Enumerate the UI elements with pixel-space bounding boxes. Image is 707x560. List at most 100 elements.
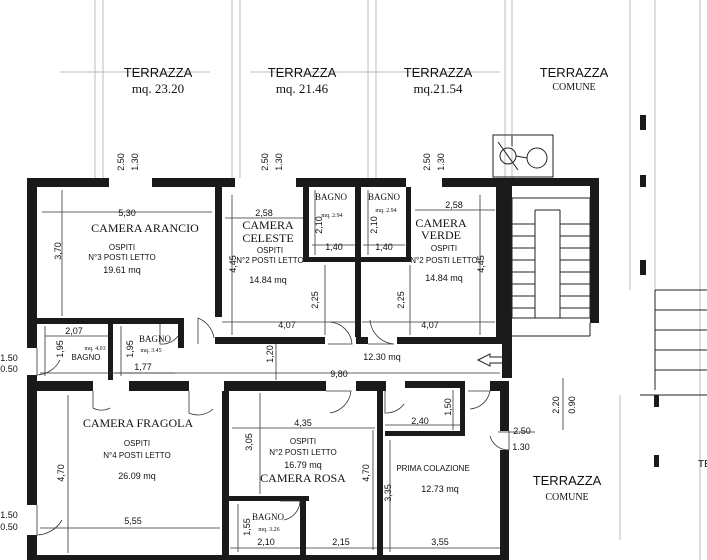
bath-5-name: BAGNO	[252, 512, 285, 522]
room-celeste-area: 14.84 mq	[249, 275, 287, 285]
dim-2-25-b: 2,25	[396, 291, 406, 309]
dimension-lines	[40, 190, 564, 553]
room-celeste-name-2: CELESTE	[242, 231, 293, 245]
bath-1-name: BAGNO	[315, 192, 348, 202]
terrace-5-area: COMUNE	[545, 492, 588, 503]
room-fragola: CAMERA FRAGOLA OSPITI N°4 POSTI LETTO 26…	[83, 416, 194, 481]
room-rosa-beds: N°2 POSTI LETTO	[269, 448, 337, 457]
dim-4-70-b: 4,70	[361, 464, 371, 482]
dim-4-35: 4,35	[294, 418, 312, 428]
dim-1-95-a: 1,95	[55, 340, 65, 358]
terrace-1-area: mq. 23.20	[132, 81, 184, 96]
room-colazione: PRIMA COLAZIONE 12.73 mq	[396, 464, 469, 494]
boiler-symbol-icon	[492, 134, 554, 178]
room-rosa-name: CAMERA ROSA	[260, 471, 346, 485]
dim-1-50: 1,50	[443, 398, 453, 416]
dim-2-40: 2,40	[411, 416, 429, 426]
dim-4-70-a: 4,70	[56, 464, 66, 482]
terrace-4-area: COMUNE	[552, 82, 595, 93]
room-verde-beds: N°2 POSTI LETTO	[410, 256, 478, 265]
dim-2-20: 2.20	[551, 396, 561, 414]
dim-1-77: 1,77	[134, 362, 152, 372]
dim-2-50-b: 2.50	[260, 153, 270, 171]
dim-2-50-a: 2.50	[116, 153, 126, 171]
room-verde-name-1: CAMERA	[415, 216, 467, 230]
room-verde-name-2: VERDE	[421, 228, 461, 242]
room-celeste: CAMERA CELESTE OSPITI N°2 POSTI LETTO 14…	[236, 218, 304, 285]
room-verde-guests: OSPITI	[431, 244, 457, 253]
dim-left-1-50-a: 1.50	[0, 353, 18, 363]
dim-4-45-b: 4,45	[476, 255, 486, 273]
dim-1-30-a: 1.30	[130, 153, 140, 171]
room-verde-area: 14.84 mq	[425, 273, 463, 283]
room-fragola-guests: OSPITI	[124, 439, 150, 448]
dim-1-40-a: 1,40	[325, 242, 343, 252]
terrace-labels: TERRAZZA mq. 23.20 TERRAZZA mq. 21.46 TE…	[124, 65, 707, 503]
staircase	[511, 197, 591, 337]
dim-5-30: 5,30	[118, 208, 136, 218]
dim-3-70: 3,70	[53, 242, 63, 260]
entry-arrow-icon	[476, 353, 506, 367]
dim-3-55: 3,55	[431, 537, 449, 547]
dim-5-55: 5,55	[124, 516, 142, 526]
room-rosa: OSPITI N°2 POSTI LETTO 16.79 mq CAMERA R…	[260, 437, 346, 485]
dim-4-45-a: 4,45	[228, 255, 238, 273]
corridor-area: 12.30 mq	[363, 352, 401, 362]
room-verde: CAMERA VERDE OSPITI N°2 POSTI LETTO 14.8…	[410, 216, 478, 283]
terrace-4-name: TERRAZZA	[540, 65, 609, 80]
room-rosa-guests: OSPITI	[290, 437, 316, 446]
dim-1-55: 1,55	[242, 518, 252, 536]
room-fragola-beds: N°4 POSTI LETTO	[103, 451, 171, 460]
terrace-3-area: mq.21.54	[413, 81, 463, 96]
dim-2-58-b: 2,58	[445, 200, 463, 210]
terrace-2-name: TERRAZZA	[268, 65, 337, 80]
bath-1-area: mq. 2.94	[321, 213, 342, 219]
dimension-labels: 2.50 1.30 2.50 1.30 2.50 1.30 5,30 3,70 …	[0, 153, 577, 547]
bath-3-name: BAGNO	[72, 353, 101, 362]
dim-1-40-b: 1,40	[375, 242, 393, 252]
room-colazione-name: PRIMA COLAZIONE	[396, 464, 469, 473]
dim-2-10-c: 2,10	[257, 537, 275, 547]
dim-4-07-a: 4,07	[278, 320, 296, 330]
dim-2-07: 2,07	[65, 326, 83, 336]
room-arancio-name: CAMERA ARANCIO	[91, 221, 199, 235]
room-celeste-beds: N°2 POSTI LETTO	[236, 256, 304, 265]
dim-1-30-b: 1.30	[274, 153, 284, 171]
room-colazione-area: 12.73 mq	[421, 484, 459, 494]
dim-2-10-b: 2,10	[369, 216, 379, 234]
bath-2-area: mq. 2.94	[375, 208, 396, 214]
right-exterior	[640, 115, 707, 467]
room-celeste-guests: OSPITI	[257, 246, 283, 255]
room-arancio: CAMERA ARANCIO OSPITI N°3 POSTI LETTO 19…	[88, 221, 199, 275]
dim-2-50-c: 2.50	[422, 153, 432, 171]
dim-2-15: 2,15	[332, 537, 350, 547]
dim-1-95-b: 1,95	[125, 340, 135, 358]
bath-4-name: BAGNO	[139, 334, 172, 344]
bath-5-area: mq. 3.26	[258, 527, 279, 533]
bath-2-name: BAGNO	[368, 192, 401, 202]
dim-9-80: 9,80	[330, 369, 348, 379]
dim-0-90: 0.90	[567, 396, 577, 414]
bath-3-area: mq. 4.03	[84, 346, 105, 352]
dim-2-58-a: 2,58	[255, 208, 273, 218]
room-arancio-guests: OSPITI	[109, 243, 135, 252]
terrace-5-name: TERRAZZA	[533, 473, 602, 488]
dim-2-25-a: 2,25	[310, 291, 320, 309]
background-lines	[60, 0, 701, 560]
room-fragola-area: 26.09 mq	[118, 471, 156, 481]
dim-left-1-50-b: 1.50	[0, 510, 18, 520]
room-rosa-area: 16.79 mq	[284, 460, 322, 470]
room-fragola-name: CAMERA FRAGOLA	[83, 416, 194, 430]
partial-terrace-label: TE	[698, 459, 707, 470]
terrace-3-name: TERRAZZA	[404, 65, 473, 80]
dim-2-10-a: 2,10	[314, 216, 324, 234]
terrace-2-area: mq. 21.46	[276, 81, 329, 96]
room-celeste-name-1: CAMERA	[242, 218, 294, 232]
walls	[27, 178, 599, 560]
room-arancio-beds: N°3 POSTI LETTO	[88, 253, 156, 262]
bath-4-area: mq. 3.45	[140, 348, 161, 354]
dim-4-07-b: 4,07	[421, 320, 439, 330]
dim-3-35: 3,35	[383, 484, 393, 502]
dim-left-0-50-a: 0.50	[0, 364, 18, 374]
